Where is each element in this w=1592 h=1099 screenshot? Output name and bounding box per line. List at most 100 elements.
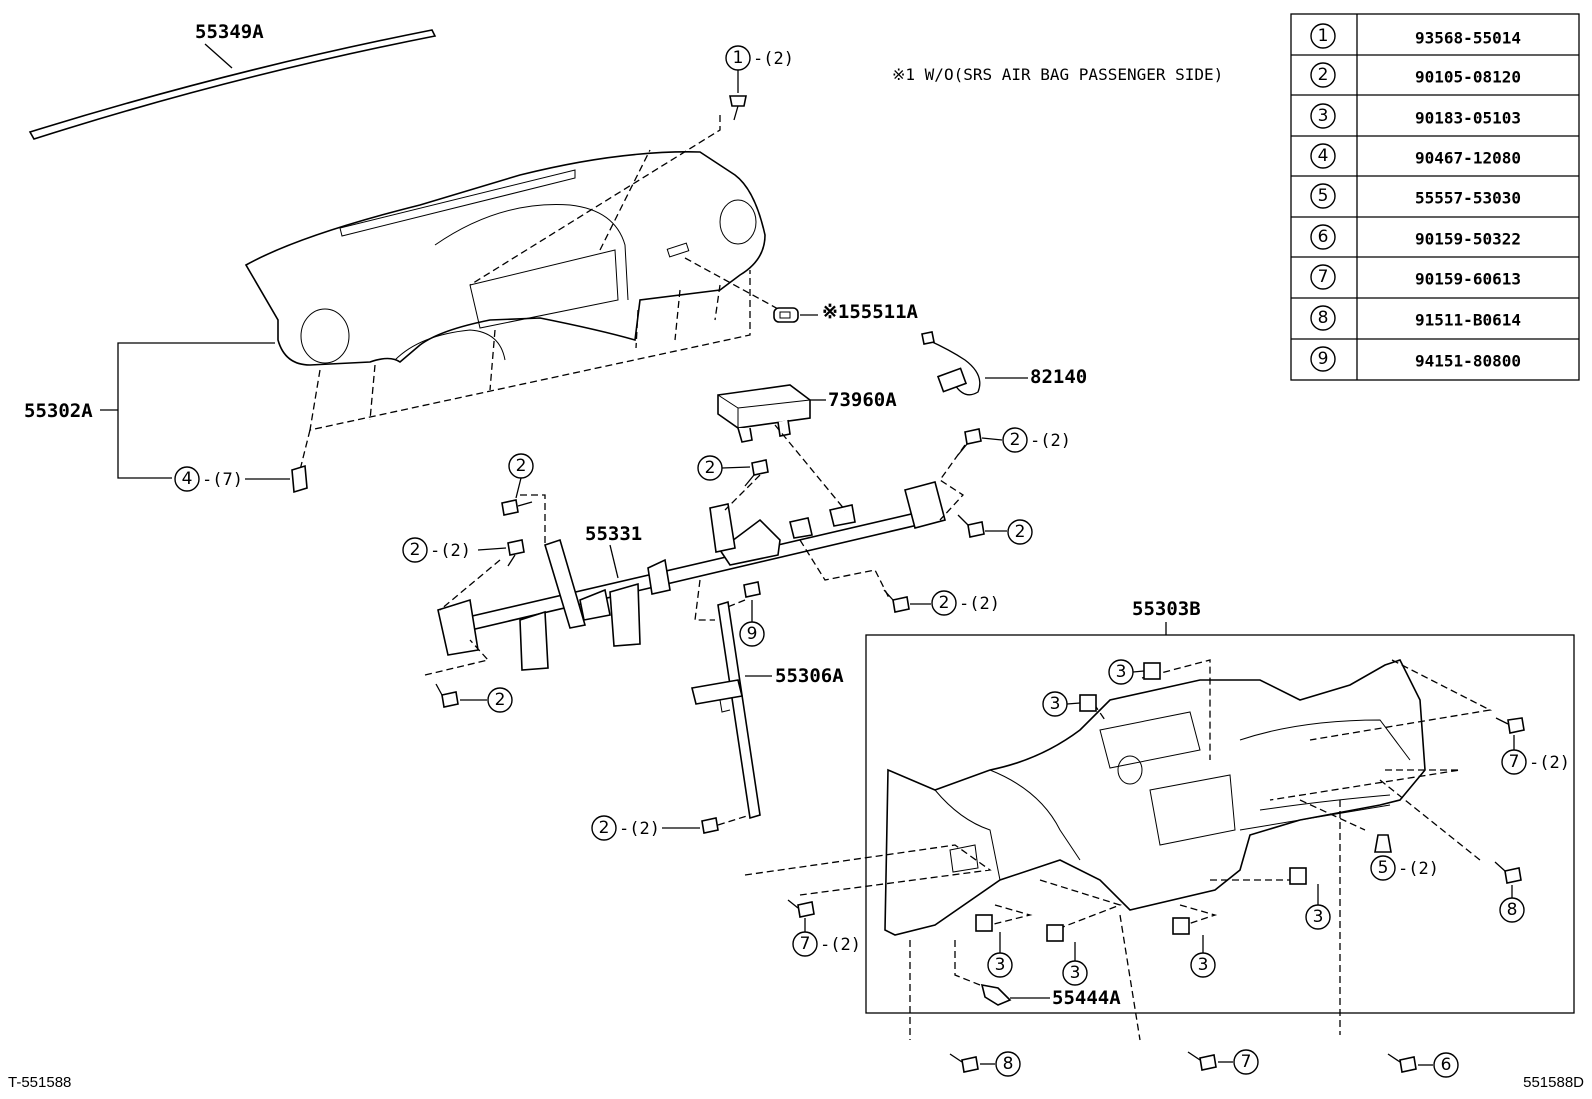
callout: 7 — [1233, 1049, 1259, 1075]
callout: 2 — [1007, 519, 1033, 545]
part-label-55444A: 55444A — [1052, 987, 1121, 1009]
parts-table: 1 93568-55014 2 90105-08120 3 90183-0510… — [1290, 13, 1580, 381]
footer-right-code: 551588D — [1523, 1074, 1584, 1091]
callout-qty: -(2) — [1030, 431, 1071, 451]
callout-qty: -(2) — [753, 49, 794, 69]
callout: 3 — [1108, 659, 1134, 685]
clip-icon — [773, 307, 799, 323]
callout-num: 5 — [1378, 858, 1389, 878]
callout-num: 2 — [516, 456, 527, 476]
molding-strip — [28, 29, 437, 140]
callout-num: 2 — [495, 690, 506, 710]
callout: 3 — [987, 952, 1013, 978]
note-text: ※1 W/O(SRS AIR BAG PASSENGER SIDE) — [892, 65, 1223, 84]
table-row-part: 90159-50322 — [1415, 230, 1521, 249]
clip-icon — [1046, 924, 1064, 942]
callout-qty: -(2) — [820, 935, 861, 955]
table-row-num: 7 — [1318, 267, 1329, 287]
callout: 2 — [487, 687, 513, 713]
brace — [691, 600, 761, 820]
part-label-55511A: ※155511A — [822, 301, 919, 323]
table-row-num: 1 — [1318, 26, 1329, 46]
clip-icon — [1172, 917, 1190, 935]
callout: 2 — [697, 455, 723, 481]
screw-icon — [1387, 1053, 1417, 1073]
clip-icon — [975, 914, 993, 932]
screw-icon — [1495, 717, 1525, 734]
callout: 6 — [1433, 1052, 1459, 1078]
table-row-num: 6 — [1318, 227, 1329, 247]
callout: 2 -(2) — [402, 537, 471, 563]
part-label-55349A: 55349A — [195, 21, 264, 43]
table-row-part: 91511-B0614 — [1415, 311, 1521, 330]
guide-lines — [424, 424, 966, 676]
callout-num: 4 — [182, 469, 193, 489]
callout-num: 2 — [410, 540, 421, 560]
callout: 2 -(2) — [931, 590, 1000, 616]
screw-icon — [949, 1053, 979, 1073]
assembly-box — [865, 634, 1575, 1014]
callout-num: 9 — [747, 624, 758, 644]
table-row-part: 94151-80800 — [1415, 352, 1521, 371]
table-row-num: 5 — [1318, 186, 1329, 206]
callout-qty: -(2) — [1398, 859, 1439, 879]
callout-qty: -(2) — [430, 541, 471, 561]
table-row: 4 90467-12080 — [1310, 143, 1521, 169]
table-row-part: 55557-53030 — [1415, 189, 1521, 208]
instrument-panel-pad — [244, 151, 766, 366]
junction-block — [717, 384, 811, 443]
callout-num: 7 — [1509, 752, 1520, 772]
screw-icon — [883, 589, 910, 613]
callout-num: 3 — [1050, 694, 1061, 714]
table-row-num: 3 — [1318, 106, 1329, 126]
callout-num: 3 — [1070, 963, 1081, 983]
callout-qty: -(2) — [959, 594, 1000, 614]
callout: 3 — [1305, 904, 1331, 930]
callout-num: 3 — [1198, 955, 1209, 975]
callout-num: 2 — [1010, 430, 1021, 450]
callout: 5 -(2) — [1370, 855, 1439, 881]
table-row: 1 93568-55014 — [1310, 23, 1521, 49]
callout: 7 -(2) — [1501, 749, 1570, 775]
table-row-part: 90159-60613 — [1415, 270, 1521, 289]
callout-num: 2 — [599, 818, 610, 838]
screw-icon — [729, 95, 747, 121]
guide-lines — [744, 659, 1493, 1041]
callout: 2 -(2) — [1002, 427, 1071, 453]
callout: 1 -(2) — [725, 45, 794, 71]
callout-num: 2 — [939, 593, 950, 613]
callout-qty: -(2) — [619, 819, 660, 839]
reinforcement-beam — [437, 481, 946, 671]
callout-num: 7 — [800, 934, 811, 954]
screw-icon — [1494, 861, 1522, 884]
lower-panel — [884, 659, 1426, 936]
callout: 3 — [1062, 960, 1088, 986]
callout: 9 — [739, 621, 765, 647]
wire-harness — [921, 331, 981, 396]
callout-num: 3 — [995, 955, 1006, 975]
table-row-num: 4 — [1318, 146, 1329, 166]
part-label-55331: 55331 — [585, 523, 642, 545]
part-label-73960A: 73960A — [828, 389, 897, 411]
callout-qty: -(7) — [202, 470, 243, 490]
clip-icon — [1143, 662, 1161, 680]
part-label-55303B: 55303B — [1132, 598, 1201, 620]
table-row-part: 90183-05103 — [1415, 109, 1521, 128]
table-row: 7 90159-60613 — [1310, 264, 1521, 290]
table-row: 8 91511-B0614 — [1310, 305, 1521, 331]
callout-num: 3 — [1313, 907, 1324, 927]
callout: 8 — [1499, 897, 1525, 923]
clip-icon — [1374, 834, 1392, 853]
table-row: 6 90159-50322 — [1310, 224, 1521, 250]
table-row-num: 8 — [1318, 308, 1329, 328]
callout-num: 2 — [1015, 522, 1026, 542]
screw-icon — [744, 459, 769, 487]
callout: 2 -(2) — [591, 815, 660, 841]
callout-num: 1 — [733, 48, 744, 68]
table-row: 9 94151-80800 — [1310, 346, 1521, 372]
callout: 3 — [1042, 691, 1068, 717]
table-row: 2 90105-08120 — [1310, 62, 1521, 88]
clip-icon — [1079, 694, 1097, 712]
guide-lines — [299, 115, 781, 471]
callout-num: 8 — [1507, 900, 1518, 920]
